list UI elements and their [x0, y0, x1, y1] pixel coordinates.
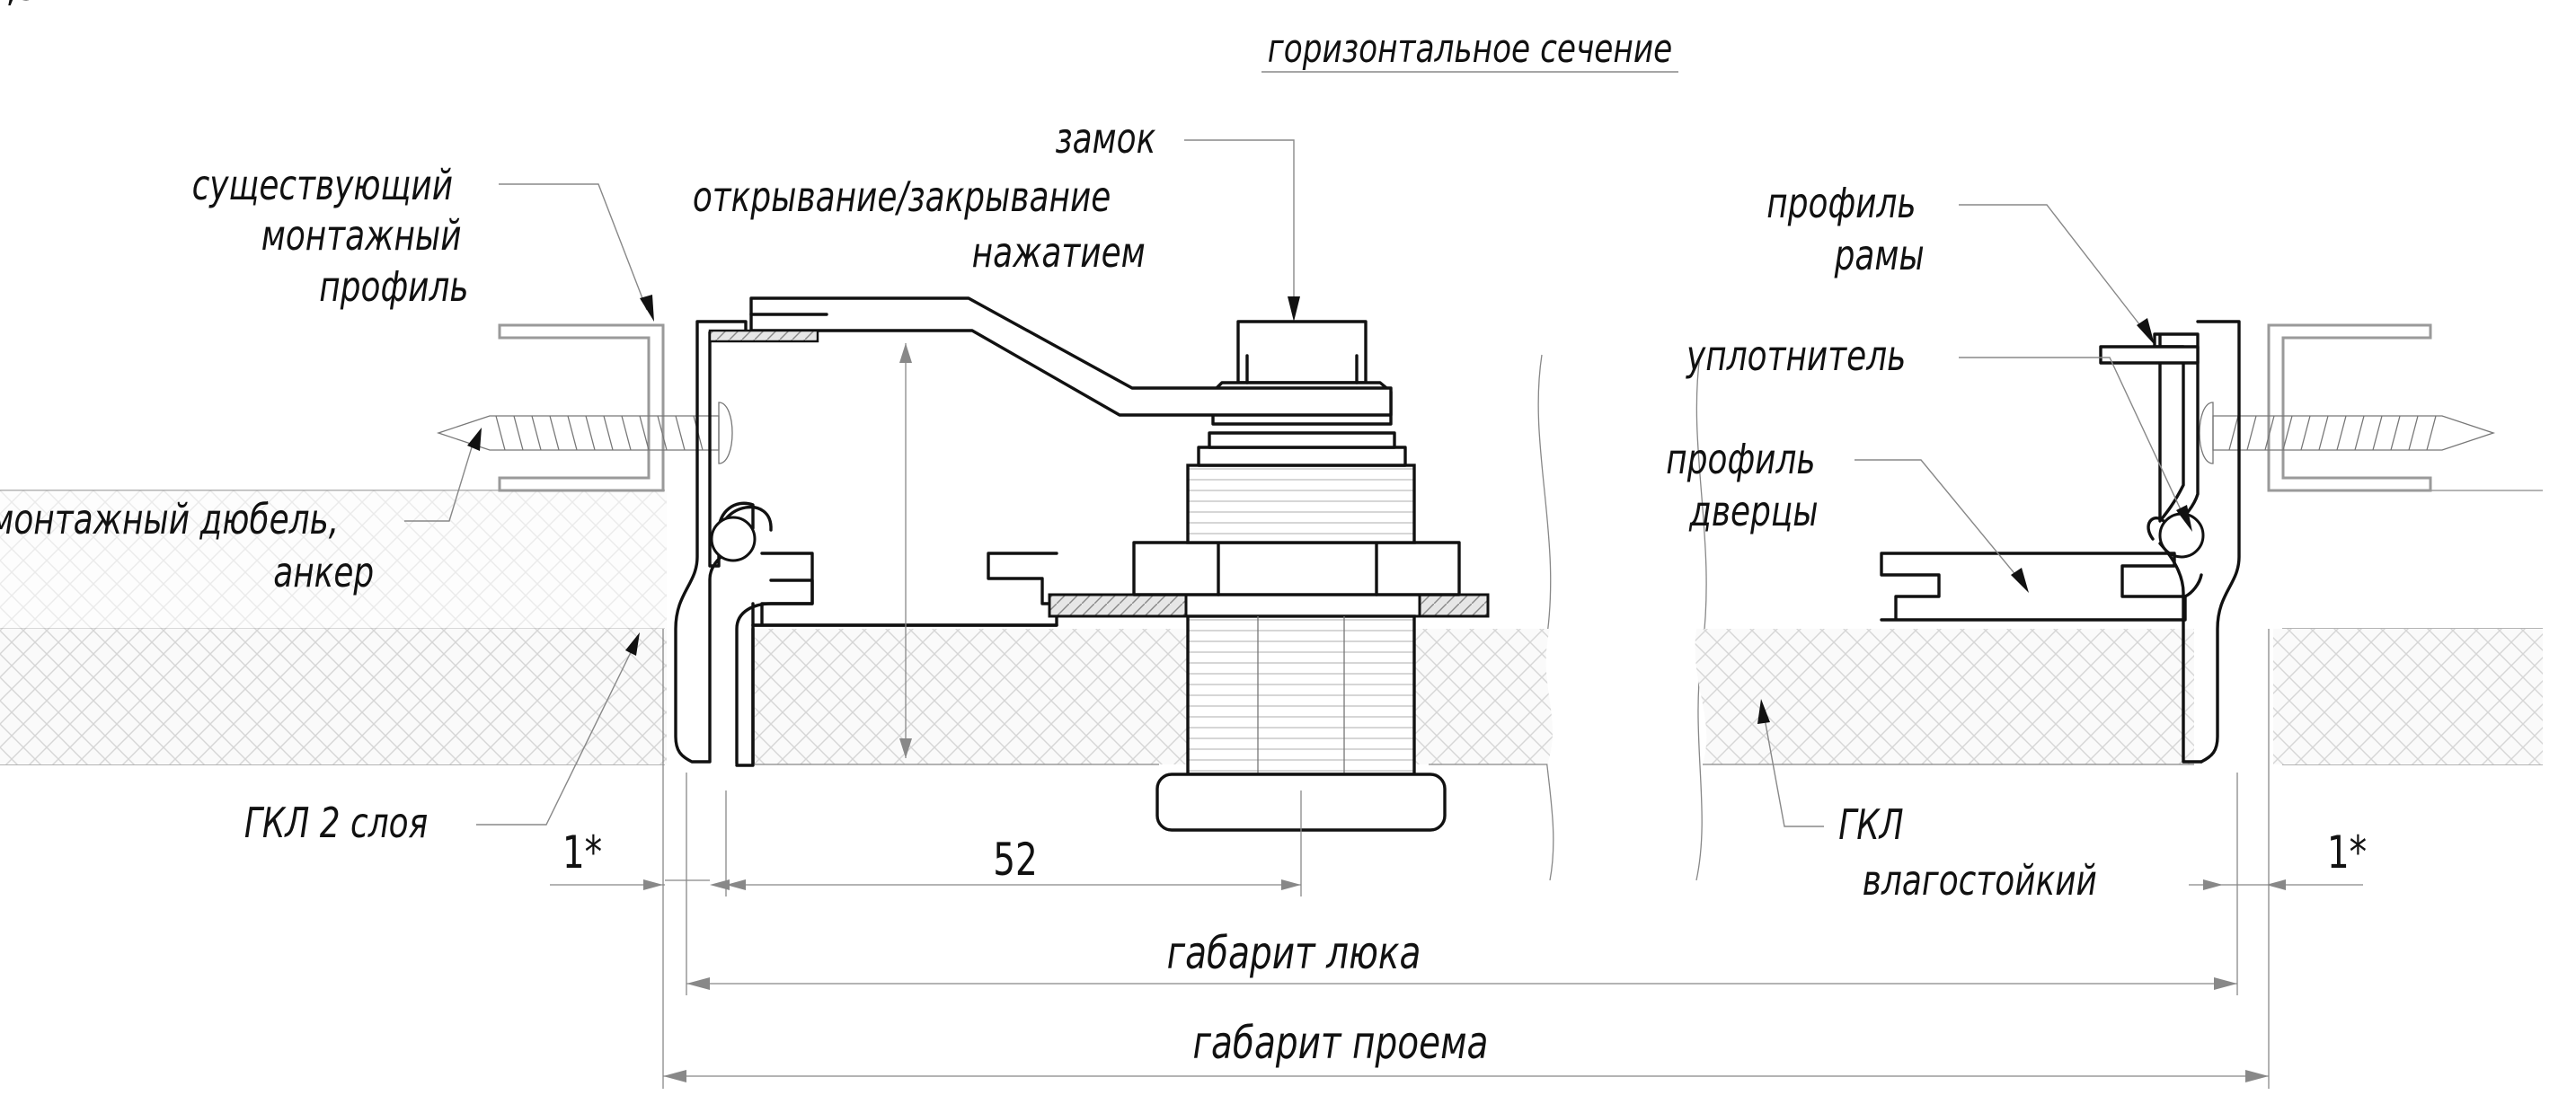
svg-text:профиль: профиль [1666, 436, 1815, 484]
dowel-left [436, 402, 733, 464]
svg-text:профиль: профиль [319, 263, 468, 312]
label-door-profile: профиль дверцы [1666, 436, 2029, 593]
label-frame-profile: профиль рамы [1766, 180, 2155, 345]
svg-text:рамы: рамы [1834, 232, 1925, 280]
label-gkl-two-layers: ГКЛ 2 слоя [244, 632, 640, 847]
svg-text:существующий: существующий [192, 162, 453, 210]
label-seal: уплотнитель [1685, 332, 2192, 532]
frame-profile-right [1880, 320, 2241, 764]
svg-text:52: 52 [993, 833, 1038, 886]
svg-text:ГКЛ: ГКЛ [1838, 801, 1903, 850]
svg-text:габарит проема: габарит проема [1193, 1016, 1489, 1069]
dimension-52: 52 [725, 790, 1302, 896]
svg-text:1*: 1* [562, 826, 602, 879]
svg-text:38,5: 38,5 [0, 0, 39, 11]
svg-text:дверцы: дверцы [1688, 488, 1818, 536]
lock-assembly [708, 296, 1490, 832]
svg-text:уплотнитель: уплотнитель [1685, 332, 1906, 381]
svg-text:1*: 1* [2327, 826, 2367, 879]
svg-text:габарит люка: габарит люка [1167, 926, 1421, 979]
svg-text:анкер: анкер [273, 549, 374, 597]
door-panel [751, 623, 1058, 765]
svg-text:ГКЛ 2 слоя: ГКЛ 2 слоя [244, 799, 428, 848]
dimension-hatch-size: габарит люка [686, 773, 2238, 995]
label-dowel: монтажный дюбель, анкер [0, 428, 482, 596]
existing-profile-left [498, 323, 665, 492]
svg-text:монтажный: монтажный [261, 212, 462, 261]
svg-text:замок: замок [1055, 115, 1155, 163]
svg-text:монтажный дюбель,: монтажный дюбель, [0, 496, 339, 544]
existing-profile-right [2267, 323, 2432, 492]
label-existing-profile: существующий монтажный профиль [192, 162, 654, 322]
svg-text:нажатием: нажатием [972, 229, 1146, 278]
svg-text:влагостойкий: влагостойкий [1863, 857, 2097, 905]
label-lock: замок открывание/закрывание нажатием [693, 115, 1300, 322]
label-gkl-moisture: ГКЛ влагостойкий [1757, 699, 2097, 905]
dimension-height: 38,5 [0, 0, 912, 758]
svg-text:горизонтальное сечение: горизонтальное сечение [1268, 26, 1672, 72]
dimension-gap-right: 1* [2189, 826, 2367, 890]
svg-text:открывание/закрывание: открывание/закрывание [693, 173, 1111, 222]
title: горизонтальное сечение [1261, 26, 1678, 73]
dimension-gap-left: 1* [550, 826, 730, 890]
svg-text:профиль: профиль [1766, 180, 1916, 228]
dowel-right [2199, 402, 2496, 464]
dimension-opening-size: габарит проема [662, 629, 2270, 1089]
